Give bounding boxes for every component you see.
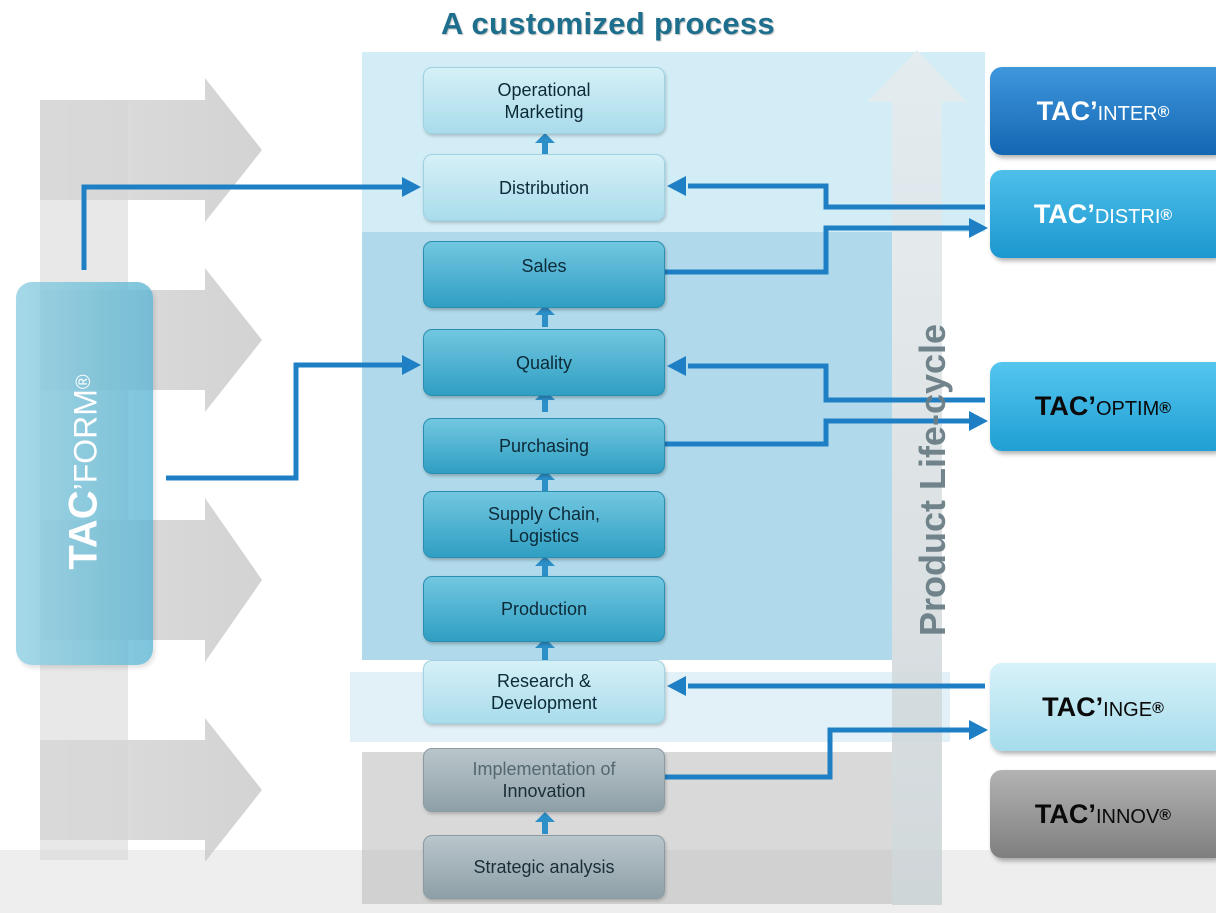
step-line: Research & <box>496 671 592 691</box>
tac-optim-apostrophe: ’ <box>1088 391 1096 421</box>
tac-optim-suffix: OPTIM <box>1095 398 1160 420</box>
product-lifecycle-label: Product Life-cycle <box>912 323 953 637</box>
step-line: Distribution <box>498 177 590 198</box>
step-line: Quality <box>515 352 573 373</box>
step-research: Research &Development <box>423 660 665 724</box>
tac-optim-box: TAC’OPTIM® <box>990 362 1216 451</box>
step-line: Marketing <box>504 101 584 122</box>
tac-distri-reg: ® <box>1160 207 1173 225</box>
tac-optim-reg: ® <box>1159 399 1172 417</box>
tac-distri-brand: TAC <box>1033 198 1088 229</box>
tac-innov-box: TAC’INNOV® <box>990 770 1216 858</box>
tac-optim-brand: TAC <box>1034 391 1089 421</box>
step-line: Purchasing <box>498 436 590 456</box>
tac-form-apostrophe: ’ <box>67 483 104 491</box>
tac-inge-box: TAC’INGE® <box>990 663 1216 751</box>
tac-inge-reg: ® <box>1152 700 1164 718</box>
tac-distri-box: TAC’DISTRI® <box>990 170 1216 258</box>
tac-distri-apostrophe: ’ <box>1087 198 1095 229</box>
step-supply-chain: Supply Chain,Logistics <box>423 491 665 558</box>
step-purchasing: Purchasing <box>423 418 665 474</box>
step-sales: Sales <box>423 241 665 308</box>
tac-form-box <box>16 282 153 665</box>
tac-form-label: TAC’FORM® <box>62 374 107 569</box>
diagram-title: A customized process <box>441 6 775 41</box>
tac-innov-brand: TAC <box>1034 798 1089 829</box>
step-line: Logistics <box>508 525 579 546</box>
tac-inter-suffix: INTER <box>1097 102 1158 125</box>
step-line: Operational <box>497 79 591 100</box>
tac-form-suffix: FORM <box>67 389 104 484</box>
lifecycle-arrow <box>867 50 967 905</box>
step-line: Innovation <box>502 781 586 801</box>
step-strategic-analysis: Strategic analysis <box>423 835 665 899</box>
step-production: Production <box>423 576 665 642</box>
connectors <box>81 183 985 780</box>
step-line: Development <box>490 693 598 713</box>
tac-innov-apostrophe: ’ <box>1088 798 1096 829</box>
tac-inter-reg: ® <box>1157 104 1170 122</box>
connector-arrowheads <box>402 176 988 740</box>
tac-innov-suffix: INNOV <box>1095 805 1160 828</box>
tac-inge-suffix: INGE <box>1103 698 1153 721</box>
step-up-arrows <box>535 133 555 834</box>
tac-form-brand: TAC <box>61 490 106 570</box>
step-line: Production <box>500 599 588 619</box>
tac-form-reg: ® <box>73 374 96 390</box>
tac-inge-apostrophe: ’ <box>1095 691 1104 722</box>
step-quality: Quality <box>423 329 665 396</box>
tac-innov-reg: ® <box>1159 807 1172 825</box>
step-distribution: Distribution <box>423 154 665 221</box>
step-line: Strategic analysis <box>473 857 615 877</box>
tac-distri-suffix: DISTRI <box>1094 205 1161 228</box>
tac-inter-brand: TAC <box>1036 95 1091 126</box>
step-line: Supply Chain, <box>487 503 601 524</box>
tac-inge-brand: TAC <box>1042 691 1096 722</box>
step-line: Implementation of <box>472 759 616 779</box>
tac-inter-apostrophe: ’ <box>1090 95 1098 126</box>
tac-inter-box: TAC’INTER® <box>990 67 1216 155</box>
step-line: Sales <box>521 256 567 276</box>
